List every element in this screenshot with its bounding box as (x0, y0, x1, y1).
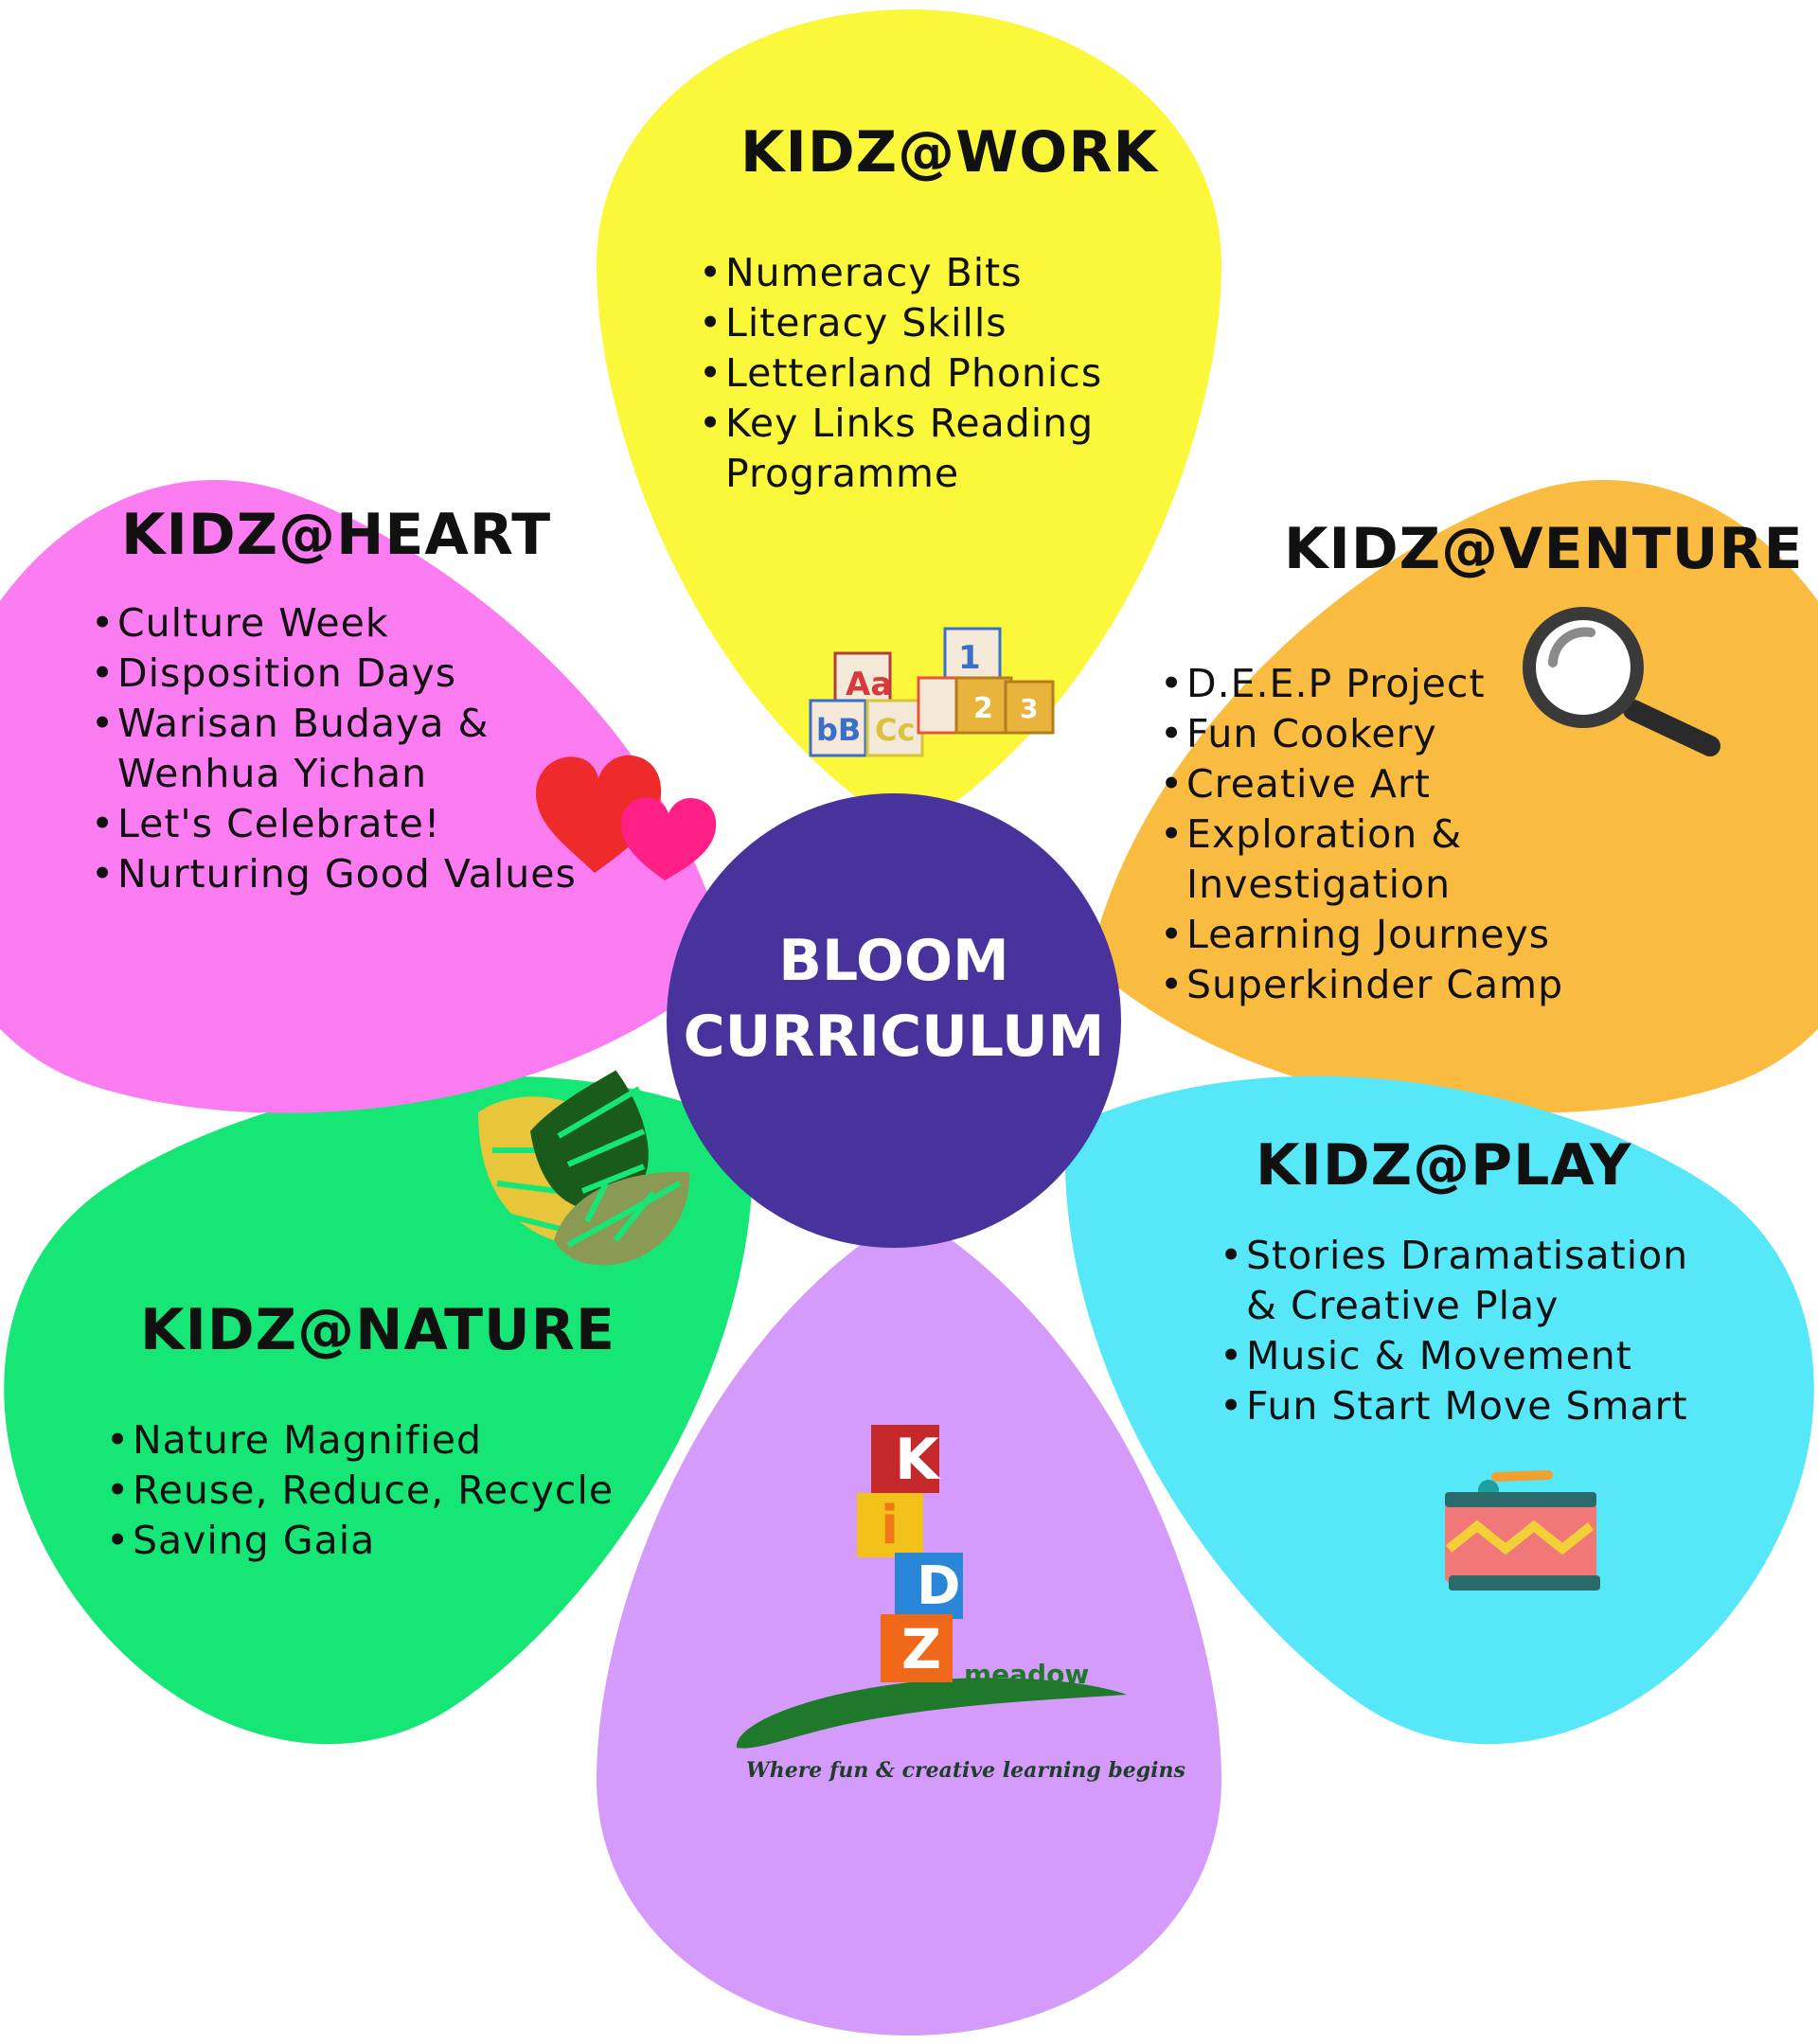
block-label: 3 (1020, 693, 1038, 724)
list-item: Nature Magnified (106, 1415, 636, 1466)
list-item: Key Links Reading Programme (699, 399, 1123, 499)
drum-icon (1445, 1470, 1600, 1591)
list-item: Music & Movement (1220, 1331, 1712, 1381)
block-label: bB (816, 712, 861, 748)
logo-letter: Z (901, 1617, 941, 1681)
leaves-icon (478, 1070, 690, 1266)
nature-title: KIDZ@NATURE (140, 1297, 615, 1363)
list-item: Fun Cookery (1160, 709, 1728, 759)
block-label: 1 (958, 639, 981, 677)
center-title-line2: CURRICULUM (683, 1004, 1105, 1070)
venture-list: D.E.E.P Project Fun Cookery Creative Art… (1160, 659, 1728, 1010)
list-item: Learning Journeys (1160, 910, 1728, 960)
list-item: D.E.E.P Project (1160, 659, 1728, 709)
list-item: Fun Start Move Smart (1220, 1381, 1712, 1431)
center-circle (667, 793, 1121, 1248)
play-title: KIDZ@PLAY (1256, 1132, 1632, 1199)
kidz-meadow-logo: K i D Z meadow (736, 1425, 1127, 1749)
list-item: Nurturing Good Values (91, 849, 650, 899)
logo-letter: K (895, 1427, 941, 1493)
list-item: Culture Week (91, 598, 650, 649)
list-item: Saving Gaia (106, 1516, 636, 1566)
list-item: Letterland Phonics (699, 348, 1144, 399)
logo-brand: meadow (964, 1659, 1089, 1690)
work-list: Numeracy Bits Literacy Skills Letterland… (699, 248, 1144, 499)
logo-letter: i (881, 1495, 899, 1556)
center-title: BLOOM CURRICULUM (665, 923, 1123, 1075)
venture-title: KIDZ@VENTURE (1284, 516, 1804, 582)
list-item: Creative Art (1160, 759, 1728, 809)
list-item: Exploration & Investigation (1160, 809, 1728, 910)
list-item: Disposition Days (91, 649, 650, 699)
heart-list: Culture Week Disposition Days Warisan Bu… (91, 598, 650, 899)
logo-letter: D (917, 1555, 960, 1617)
work-title: KIDZ@WORK (740, 119, 1159, 186)
list-item: Superkinder Camp (1160, 960, 1728, 1010)
list-item: Reuse, Reduce, Recycle (106, 1466, 636, 1516)
heart-title: KIDZ@HEART (121, 502, 552, 568)
list-item: Literacy Skills (699, 298, 1144, 348)
list-item: Warisan Budaya & Wenhua Yichan (91, 699, 648, 799)
list-item: Numeracy Bits (699, 248, 1144, 298)
block-label: 2 (973, 692, 993, 725)
block-label: Aa (846, 666, 892, 703)
logo-tagline: Where fun & creative learning begins (746, 1758, 1185, 1783)
list-item: Stories Dramatisation & Creative Play (1220, 1231, 1691, 1331)
block-label: Cc (875, 712, 915, 748)
play-list: Stories Dramatisation & Creative Play Mu… (1220, 1231, 1712, 1431)
nature-list: Nature Magnified Reuse, Reduce, Recycle … (106, 1415, 636, 1566)
alphabet-blocks-icon: Aa bB Cc 1 2 3 (809, 627, 1055, 757)
center-title-line1: BLOOM (778, 928, 1009, 994)
list-item: Let's Celebrate! (91, 799, 650, 849)
